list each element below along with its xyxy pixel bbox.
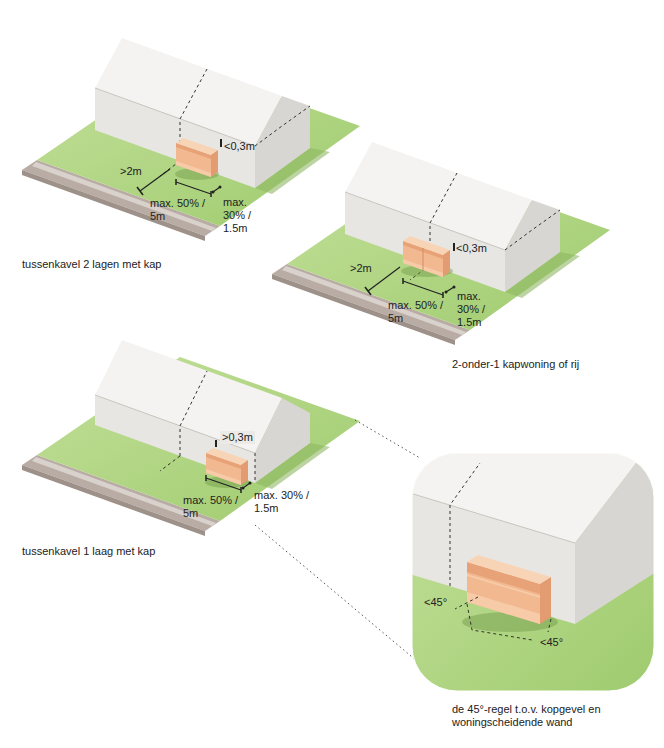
caption: 2-onder-1 kapwoning of rij: [452, 358, 579, 371]
caption: de 45°-regel t.o.v. kopgevel en woningsc…: [452, 703, 652, 729]
dimension-label: >2m: [120, 165, 142, 178]
caption: tussenkavel 1 laag met kap: [22, 545, 155, 558]
dimension-label: <0,3m: [224, 140, 255, 153]
dimension-label: max. 50% / 5m: [150, 197, 212, 223]
angle-label: <45°: [424, 596, 447, 609]
dimension-label: max. 30% / 1.5m: [254, 489, 324, 515]
dimension-label: max. 50% / 5m: [183, 494, 245, 520]
dimension-label: max. 30% / 1.5m: [457, 290, 493, 329]
angle-label: <45°: [540, 636, 563, 649]
dimension-label: <0,3m: [456, 242, 487, 255]
dimension-label: >0,3m: [220, 431, 255, 444]
dimension-label: max. 30% / 1.5m: [223, 196, 259, 235]
caption: tussenkavel 2 lagen met kap: [22, 258, 161, 271]
detail-view: [412, 453, 654, 691]
scene-single-storey: [22, 340, 360, 536]
dimension-label: >2m: [350, 262, 372, 275]
dimension-label: max. 50% / 5m: [388, 299, 450, 325]
scene-semi-detached: [272, 142, 610, 345]
scene-two-storey: [22, 38, 360, 241]
